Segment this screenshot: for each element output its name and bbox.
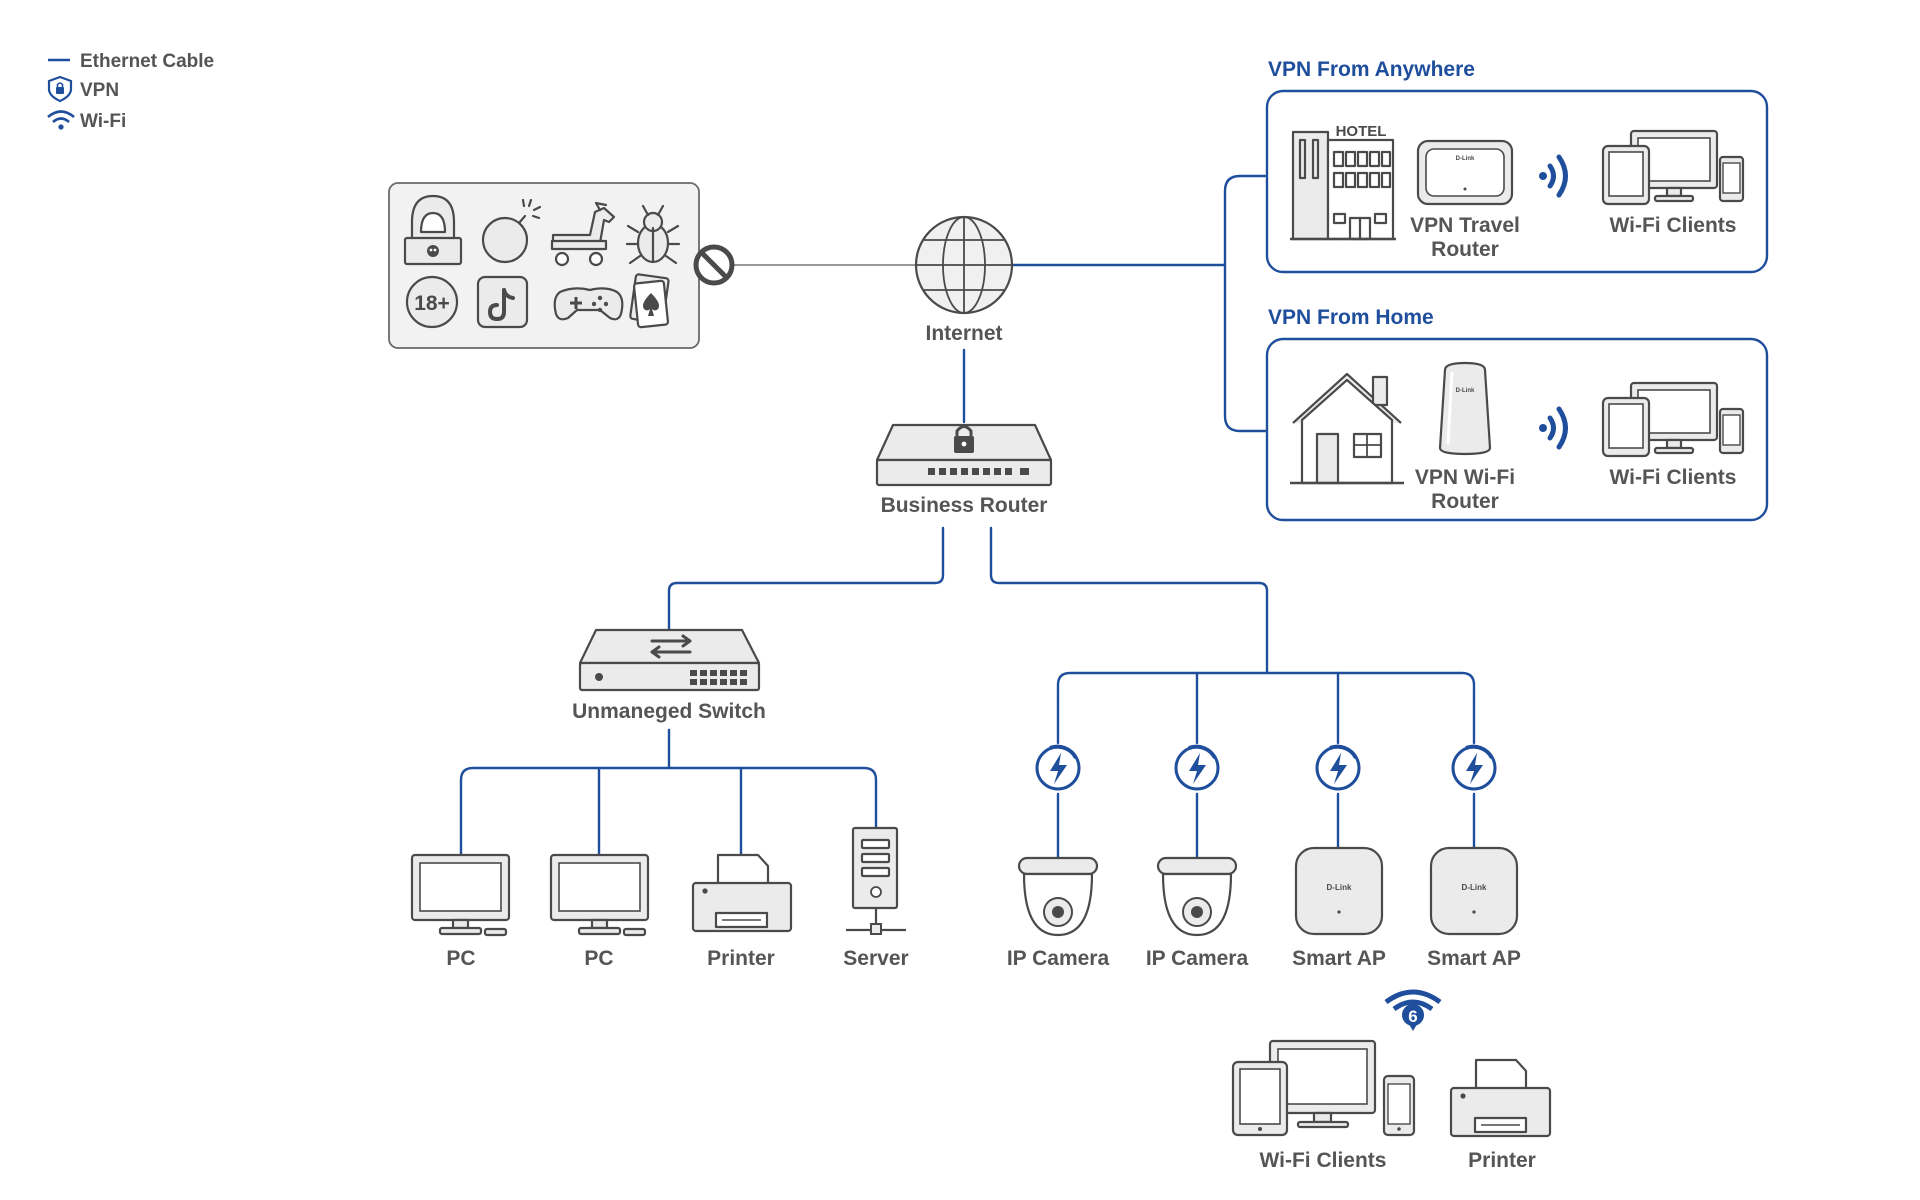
wifi-clients-top-label: Wi-Fi Clients [1610, 214, 1737, 237]
hotel-building-icon: HOTEL [1290, 123, 1396, 241]
server-label: Server [843, 947, 908, 970]
trojan-horse-icon [550, 201, 616, 267]
server-icon [846, 826, 906, 935]
router-poe-line [989, 526, 1269, 674]
legend-vpn-label: VPN [80, 80, 119, 101]
poe-lightning-icon [1174, 744, 1220, 791]
vpn-shield-icon [47, 75, 73, 103]
smart-ap-icon: D-Link [1294, 846, 1384, 936]
wifi6-icon: 6 [1384, 989, 1442, 1031]
pc2-label: PC [584, 947, 613, 970]
ap2-label: Smart AP [1427, 947, 1521, 970]
connection-lines [459, 174, 1476, 860]
poe-bus-line [1056, 671, 1476, 704]
unmanaged-switch-icon [578, 628, 761, 692]
internet-globe-icon [914, 215, 1014, 315]
hotel-sign: HOTEL [1336, 123, 1387, 140]
legend: Ethernet Cable VPN Wi-Fi [47, 51, 214, 132]
printer-icon [691, 853, 793, 933]
vpn-home-title: VPN From Home [1268, 306, 1434, 329]
poe-lightning-icon [1035, 744, 1081, 791]
vpn-wifi-router-icon: D-Link [1438, 361, 1492, 456]
wifi-clients-bottom-label: Wi-Fi Clients [1260, 1149, 1387, 1172]
brand-text: D-Link [1456, 156, 1475, 162]
ap1-label: Smart AP [1292, 947, 1386, 970]
gambling-cards-icon [629, 273, 670, 329]
bomb-icon [481, 198, 542, 264]
switch-bus-line [459, 766, 878, 857]
home-house-icon [1290, 372, 1404, 485]
adult-content-label: 18+ [414, 292, 450, 315]
wifi-legend-icon [47, 110, 75, 130]
switch-label: Unmaneged Switch [572, 700, 766, 723]
wifi-clients-devices-icon [1601, 129, 1745, 206]
pc-monitor-icon [410, 853, 511, 937]
ip-camera-icon [1156, 856, 1238, 937]
legend-ethernet-label: Ethernet Cable [80, 51, 214, 72]
game-controller-icon [553, 287, 624, 321]
business-router-icon [875, 423, 1053, 487]
ipcam1-label: IP Camera [1007, 947, 1110, 970]
hacker-icon [403, 194, 463, 266]
adult-content-icon: 18+ [405, 275, 459, 329]
vpn-travel-router-icon: D-Link [1416, 139, 1514, 206]
ip-camera-icon [1017, 856, 1099, 937]
printer1-label: Printer [707, 947, 775, 970]
wifi-clients-devices-icon [1231, 1039, 1416, 1137]
poe-lightning-icon [1315, 744, 1361, 791]
home-router-label-2: Router [1431, 490, 1499, 513]
bug-icon [625, 204, 681, 265]
smart-ap-icon: D-Link [1429, 846, 1519, 936]
vpn-anywhere-title: VPN From Anywhere [1268, 58, 1475, 81]
brand-text: D-Link [1456, 388, 1475, 394]
home-router-label-1: VPN Wi-Fi [1415, 466, 1515, 489]
brand-text: D-Link [1327, 883, 1352, 892]
poe-lightning-icon [1451, 744, 1497, 791]
printer2-label: Printer [1468, 1149, 1536, 1172]
business-router-label: Business Router [881, 494, 1048, 517]
blocked-content-panel: 18+ [388, 182, 735, 349]
internet-label: Internet [925, 322, 1002, 345]
pc-monitor-icon [549, 853, 650, 937]
block-icon [693, 244, 735, 286]
wifi-clients-devices-icon [1601, 381, 1745, 458]
pc1-label: PC [446, 947, 475, 970]
vpn-branch-line [1223, 174, 1267, 433]
printer-icon [1449, 1058, 1552, 1138]
travel-router-label-1: VPN Travel [1410, 214, 1520, 237]
wifi-signal-icon [1539, 406, 1568, 450]
tiktok-icon [476, 275, 529, 329]
wifi-signal-icon [1539, 154, 1568, 198]
router-switch-line [667, 526, 945, 632]
wifi-clients-home-label: Wi-Fi Clients [1610, 466, 1737, 489]
brand-text: D-Link [1462, 883, 1487, 892]
wifi6-label: 6 [1408, 1007, 1417, 1026]
ipcam2-label: IP Camera [1146, 947, 1249, 970]
travel-router-label-2: Router [1431, 238, 1499, 261]
legend-wifi-label: Wi-Fi [80, 111, 126, 132]
